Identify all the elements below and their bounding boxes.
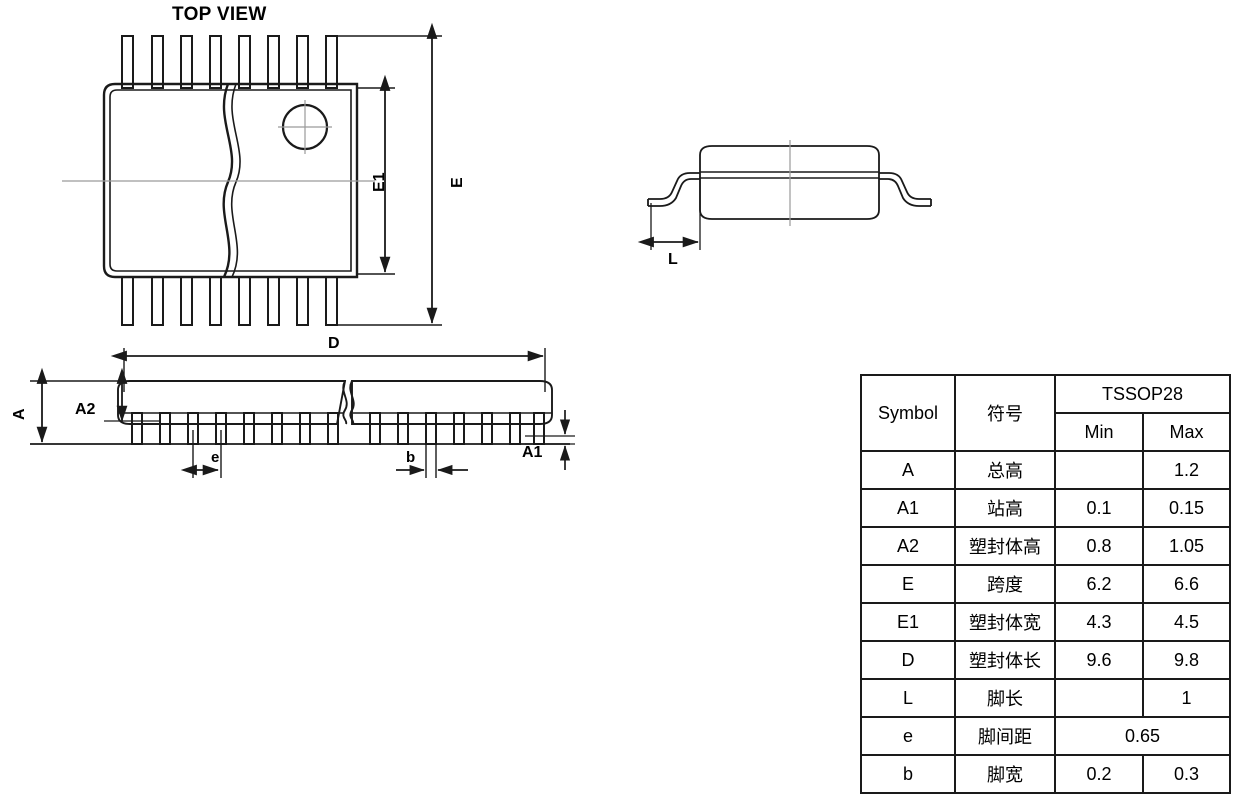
- cell-symbol-cn: 脚长: [954, 678, 1056, 718]
- dim-label-E: E: [449, 177, 466, 188]
- dim-label-L: L: [668, 251, 678, 268]
- cell-symbol: A: [860, 450, 956, 490]
- cell-symbol: e: [860, 716, 956, 756]
- side-view-right-lead-b: [879, 178, 931, 207]
- front-view-leads: [131, 412, 545, 445]
- header-symbol-cn: 符号: [954, 374, 1056, 452]
- cell-symbol: E1: [860, 602, 956, 642]
- cell-max: 0.15: [1141, 488, 1232, 528]
- side-view-right-lead: [879, 172, 931, 200]
- front-view-break-line: [342, 380, 348, 425]
- cell-value-span: 0.65: [1053, 716, 1232, 756]
- side-view-body: [699, 145, 880, 220]
- cell-symbol: D: [860, 640, 956, 680]
- cell-max: 0.3: [1141, 754, 1232, 794]
- cell-symbol-cn: 塑封体高: [954, 526, 1056, 566]
- dim-label-D: D: [328, 335, 340, 352]
- cell-min: 9.6: [1054, 640, 1144, 680]
- front-view-geometry: [30, 348, 575, 478]
- side-view-geometry: [637, 140, 932, 250]
- header-max: Max: [1141, 412, 1232, 452]
- header-min: Min: [1054, 412, 1144, 452]
- cell-symbol: E: [860, 564, 956, 604]
- header-package: TSSOP28: [1053, 374, 1232, 414]
- cell-max: 6.6: [1141, 564, 1232, 604]
- top-view-break-line: [222, 83, 234, 278]
- cell-min: 6.2: [1054, 564, 1144, 604]
- dim-label-A2: A2: [75, 401, 96, 418]
- side-view-left-lead-b: [648, 178, 700, 207]
- cell-symbol-cn: 站高: [954, 488, 1056, 528]
- cell-symbol-cn: 脚间距: [954, 716, 1056, 756]
- cell-symbol: A1: [860, 488, 956, 528]
- top-view-title: TOP VIEW: [172, 4, 267, 25]
- cell-symbol-cn: 脚宽: [954, 754, 1056, 794]
- cell-min: 0.2: [1054, 754, 1144, 794]
- front-view-break-line-2: [349, 380, 355, 425]
- top-view-break-line-2: [231, 83, 241, 278]
- cell-min: 0.1: [1054, 488, 1144, 528]
- dim-label-A: A: [11, 408, 28, 420]
- cell-symbol: b: [860, 754, 956, 794]
- cell-max: 9.8: [1141, 640, 1232, 680]
- side-view-left-lead: [648, 172, 700, 200]
- header-symbol: Symbol: [860, 374, 956, 452]
- cell-min: 0.8: [1054, 526, 1144, 566]
- dim-label-E1: E1: [371, 172, 388, 192]
- cell-max: 1.05: [1141, 526, 1232, 566]
- cell-symbol-cn: 跨度: [954, 564, 1056, 604]
- cell-max: 4.5: [1141, 602, 1232, 642]
- cell-max: 1.2: [1141, 450, 1232, 490]
- top-view-upper-leads: [121, 35, 338, 89]
- table-header-row-1: Symbol 符号 TSSOP28: [860, 374, 1232, 452]
- top-view-geometry: [62, 22, 442, 326]
- cell-symbol-cn: 总高: [954, 450, 1056, 490]
- cell-symbol-cn: 塑封体宽: [954, 602, 1056, 642]
- dim-label-A1: A1: [522, 444, 543, 461]
- cell-max: 1: [1141, 678, 1232, 718]
- table-header-row-2: Min Max: [861, 412, 1232, 452]
- cell-min: [1054, 450, 1144, 490]
- cell-min: [1054, 678, 1144, 718]
- top-view-lower-leads: [121, 276, 338, 326]
- cell-min: 4.3: [1054, 602, 1144, 642]
- cell-symbol-cn: 塑封体长: [954, 640, 1056, 680]
- table-head: Symbol 符号 TSSOP28 Min Max: [860, 374, 1232, 452]
- cell-symbol: L: [860, 678, 956, 718]
- front-view-body-right: [351, 380, 553, 425]
- cell-symbol: A2: [860, 526, 956, 566]
- dim-label-e: e: [211, 449, 220, 466]
- dim-label-b: b: [406, 449, 416, 466]
